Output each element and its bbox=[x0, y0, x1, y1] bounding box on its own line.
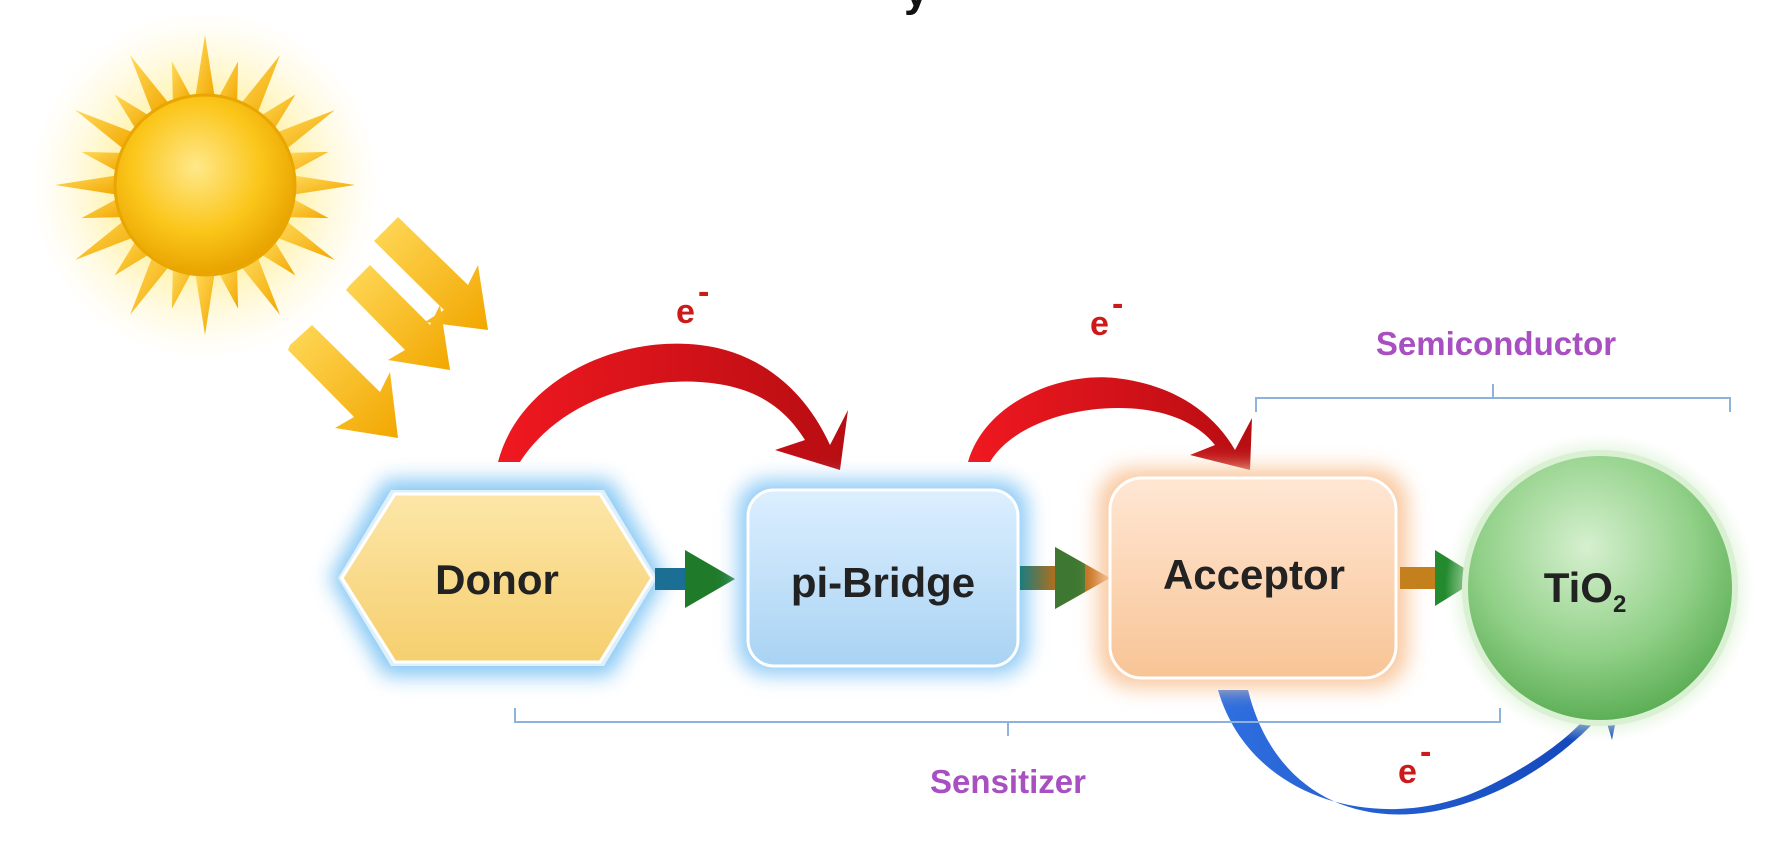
svg-text:-: - bbox=[698, 273, 709, 311]
sun-ray bbox=[195, 272, 215, 335]
electron-label-1: e - bbox=[676, 273, 709, 331]
semiconductor-bracket bbox=[1255, 384, 1731, 412]
sun-ray bbox=[130, 255, 170, 315]
semiconductor-label: Semiconductor bbox=[1376, 325, 1616, 362]
sun-ray bbox=[81, 151, 124, 172]
sun-ray bbox=[75, 220, 135, 260]
tio2-label: TiO2 bbox=[1544, 564, 1627, 618]
sensitizer-bracket bbox=[514, 708, 1501, 736]
sun-ray bbox=[75, 110, 135, 150]
sun-ray bbox=[171, 266, 192, 309]
svg-text:-: - bbox=[1112, 285, 1123, 323]
sun-ray bbox=[275, 110, 335, 150]
sun-ray bbox=[171, 61, 192, 104]
svg-text:e: e bbox=[676, 293, 695, 331]
flow-arrow-donor-to-bridge bbox=[655, 550, 735, 608]
sunlight-arrows-icon bbox=[288, 217, 488, 438]
svg-text:e: e bbox=[1090, 305, 1109, 343]
sun-ray bbox=[286, 198, 329, 219]
tio2-node: TiO2 bbox=[1445, 433, 1755, 743]
electron-label-2: e - bbox=[1090, 285, 1123, 343]
sun-ray bbox=[218, 266, 239, 309]
flow-arrow-bridge-to-acceptor bbox=[1020, 547, 1110, 609]
svg-text:-: - bbox=[1420, 733, 1431, 771]
electron-arrow-bridge-to-acceptor bbox=[968, 377, 1252, 470]
sun-ray bbox=[55, 175, 118, 195]
electron-label-3: e - bbox=[1398, 733, 1431, 791]
sun-ray bbox=[275, 220, 335, 260]
sun-ray bbox=[81, 198, 124, 219]
pi-bridge-node: pi-Bridge bbox=[738, 480, 1028, 675]
sun-icon bbox=[30, 10, 380, 360]
sun-ray bbox=[292, 175, 355, 195]
top-cut-text: y bbox=[904, 0, 929, 16]
acceptor-label: Acceptor bbox=[1163, 551, 1345, 598]
sensitizer-label: Sensitizer bbox=[930, 763, 1086, 800]
electron-arrow-donor-to-bridge bbox=[498, 343, 848, 470]
donor-label: Donor bbox=[435, 556, 559, 603]
sun-ray bbox=[240, 255, 280, 315]
donor-node: Donor bbox=[330, 480, 665, 676]
svg-text:e: e bbox=[1398, 753, 1417, 791]
sun-ray bbox=[130, 55, 170, 115]
sun-ray bbox=[286, 151, 329, 172]
acceptor-node: Acceptor bbox=[1098, 468, 1408, 688]
sun-ray bbox=[240, 55, 280, 115]
sun-ray bbox=[218, 61, 239, 104]
pi-bridge-label: pi-Bridge bbox=[791, 559, 975, 606]
sun-ray bbox=[195, 35, 215, 98]
